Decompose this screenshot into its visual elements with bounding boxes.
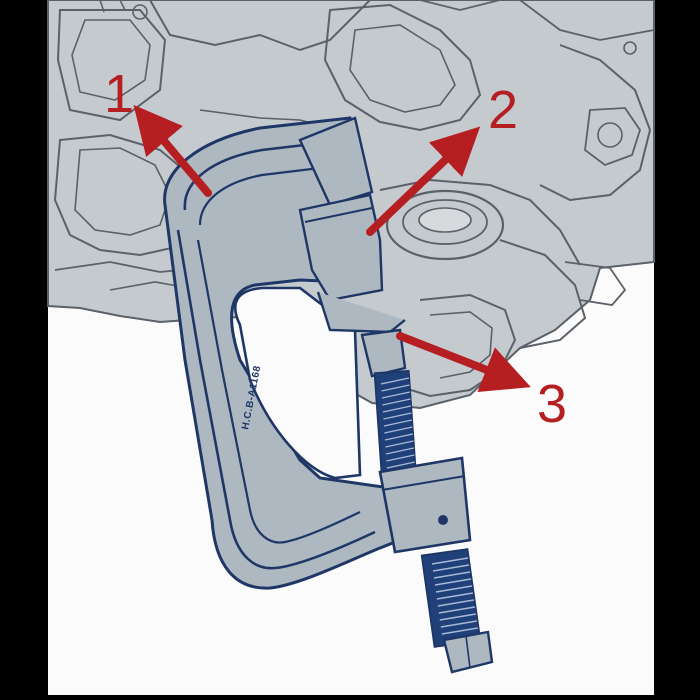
screw-thread-line — [381, 384, 410, 392]
screw-thread-line — [441, 627, 478, 635]
callout-number-2: 2 — [488, 80, 518, 140]
tool-screw — [360, 328, 494, 674]
screw-thread-line — [438, 606, 475, 614]
screw-thread-line — [380, 377, 410, 385]
callout-number-1: 1 — [104, 64, 134, 124]
screw-thread-line — [433, 571, 471, 579]
screw-thread-line — [386, 454, 415, 462]
screw-thread-line — [432, 564, 470, 572]
screw-thread-line — [382, 405, 412, 413]
screw-thread-line — [440, 620, 477, 628]
screw-thread-line — [434, 578, 472, 586]
screw-thread-line — [385, 447, 415, 455]
screw-thread-line — [384, 426, 413, 434]
callout-arrow-2 — [366, 126, 481, 236]
callout-arrow-1 — [133, 104, 212, 197]
callout-arrow-3 — [396, 332, 531, 393]
screw-thread-line — [385, 440, 414, 448]
set-screw-hole — [438, 515, 448, 525]
screw-thread-line — [436, 592, 474, 600]
callout-number-3: 3 — [537, 374, 567, 434]
screw-thread-line — [383, 419, 413, 427]
screw-thread-line — [384, 433, 414, 441]
screw-thread-line — [431, 557, 469, 565]
screw-thread-line — [435, 585, 473, 593]
screw-thread-line — [437, 599, 474, 607]
screw-thread-line — [386, 461, 416, 469]
screw-thread-line — [382, 398, 411, 406]
screw-thread-line — [439, 613, 476, 621]
tool-c-frame: H.C.B-A1168 — [163, 116, 406, 590]
screw-thread-line — [381, 391, 411, 399]
screw-thread-line — [383, 412, 412, 420]
